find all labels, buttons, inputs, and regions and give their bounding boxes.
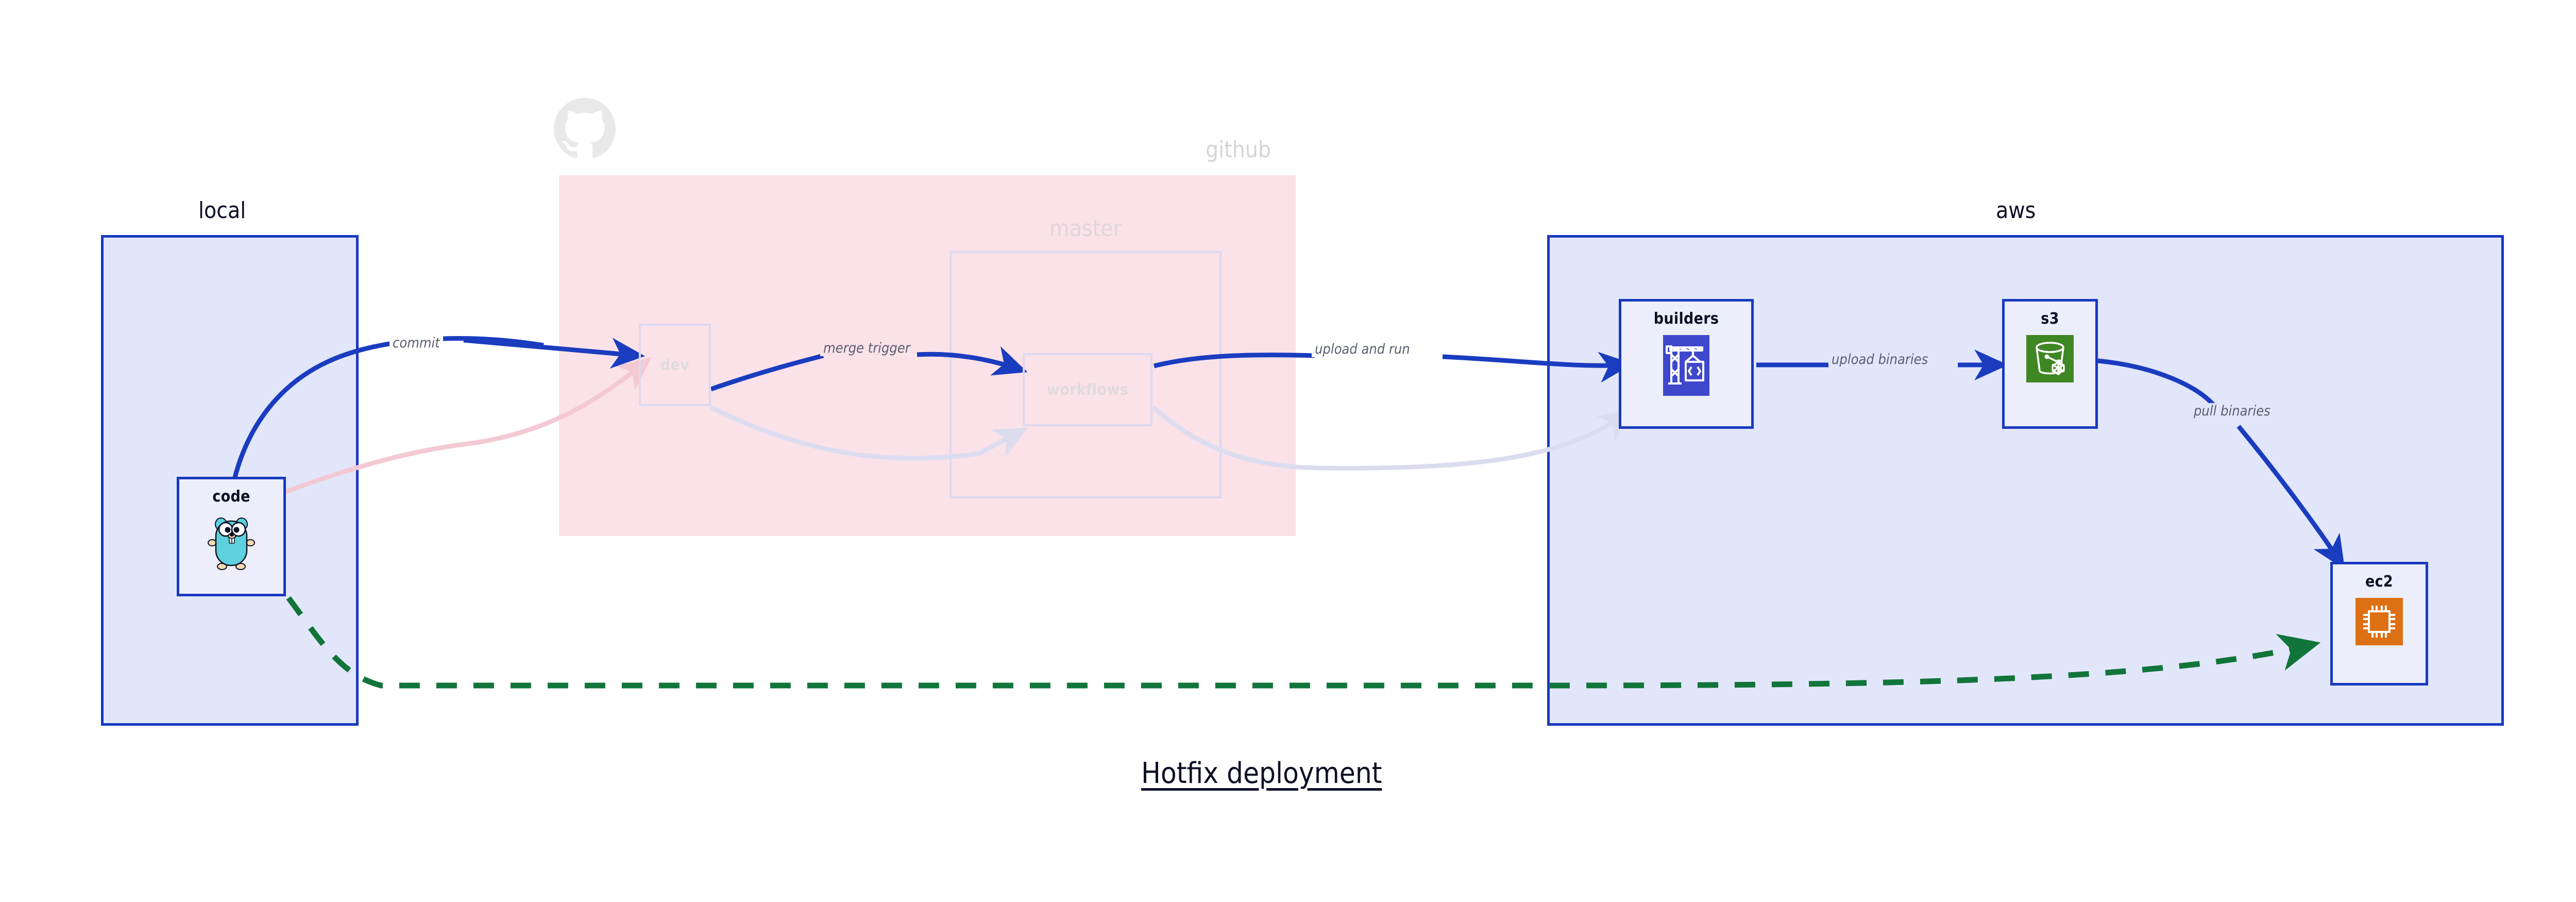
node-dev[interactable]: dev (639, 324, 711, 406)
edge-label-upload-binaries: upload binaries (1828, 352, 1931, 368)
go-gopher-icon (208, 513, 255, 573)
edge-ghost-workflows-builders (1151, 405, 1633, 471)
node-dev-label: dev (660, 356, 690, 374)
edge-label-upload-and-run: upload and run (1312, 341, 1413, 357)
edge-workflows-builders-a (1153, 353, 1315, 369)
node-s3[interactable]: s3 (2002, 299, 2098, 429)
github-octocat-icon (554, 98, 616, 160)
node-ec2[interactable]: ec2 (2330, 562, 2428, 686)
edge-ghost-dev-workflows (709, 405, 1028, 461)
aws-s3-glacier-icon (2026, 335, 2074, 385)
edge-code-dev (232, 336, 544, 480)
aws-ec2-icon (2355, 598, 2403, 647)
edge-ghost-code-dev (215, 357, 652, 523)
node-code[interactable]: code (177, 477, 286, 596)
edge-dev-workflows-a (710, 353, 824, 392)
edge-label-commit: commit (389, 335, 443, 351)
node-code-label: code (212, 488, 250, 506)
node-builders-label: builders (1653, 310, 1719, 328)
node-builders[interactable]: builders (1619, 299, 1754, 429)
cluster-master-label: master (1049, 215, 1122, 242)
edge-s3-ec2-a (2097, 358, 2217, 409)
node-ec2-label: ec2 (2365, 573, 2393, 591)
edge-code-ec2-dashed (286, 596, 2321, 689)
cluster-master (950, 251, 1222, 498)
node-workflows[interactable]: workflows (1023, 353, 1153, 426)
edge-dev-workflows-b (917, 346, 1028, 376)
aws-codebuild-icon (1663, 335, 1709, 398)
diagram-title: Hotfix deployment (1141, 757, 1382, 790)
cluster-github-label: github (1206, 137, 1271, 163)
cluster-aws-label: aws (1996, 197, 2036, 224)
node-s3-label: s3 (2041, 310, 2059, 328)
node-workflows-label: workflows (1047, 380, 1128, 399)
edge-code-dev-head (463, 338, 645, 369)
cluster-local-label: local (198, 197, 246, 224)
edge-s3-ec2-b (2236, 425, 2345, 570)
edge-workflows-builders-b (1442, 352, 1633, 383)
edge-label-pull-binaries: pull binaries (2191, 403, 2274, 419)
edge-label-merge-trigger: merge trigger (820, 340, 913, 356)
